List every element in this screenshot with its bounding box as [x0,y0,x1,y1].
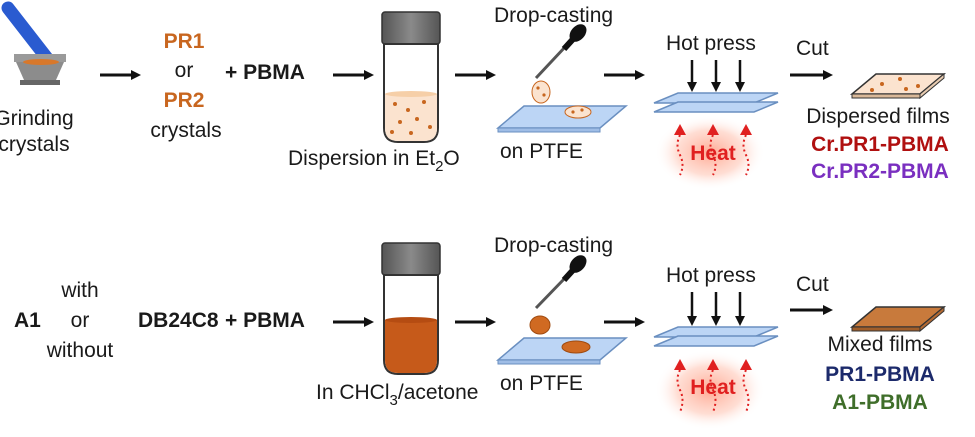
dispersed-film-icon [849,72,947,100]
db24c8-label: DB24C8 [138,309,219,332]
ptfe-label: on PTFE [500,140,583,163]
mixed-film-icon [849,305,947,333]
dispersed-films-label: Dispersed films [806,105,950,128]
mixed-films-label: Mixed films [827,333,932,356]
heat-label-2: Heat [690,376,736,399]
ptfe-label-2: on PTFE [500,372,583,395]
mortar-pestle-icon [1,1,66,85]
film-cr-pr1-label: Cr.PR1-PBMA [811,133,949,156]
crystals-label: crystals [150,119,221,142]
ptfe-plate-icon [495,315,629,365]
film-a1-label: A1-PBMA [832,391,928,414]
hot-press-icon [653,60,779,113]
pr1-label: PR1 [164,30,205,53]
hot-press-label: Hot press [666,32,756,55]
drop-casting-label-2: Drop-casting [494,234,613,257]
cut-label-2: Cut [796,273,829,296]
plus-pbma-label-2: + PBMA [225,309,305,332]
vial-dispersion-icon [381,11,441,143]
grinding-label: Grinding [0,107,74,130]
solvent-label: In CHCl3/acetone [316,381,478,409]
hot-press-icon [653,292,779,347]
dispersion-label: Dispersion in Et2O [288,147,460,175]
hot-press-label-2: Hot press [666,264,756,287]
a1-label: A1 [14,309,41,332]
film-pr1-label: PR1-PBMA [825,363,935,386]
heat-icon [655,115,765,190]
ptfe-plate-icon [495,80,629,133]
without-label: without [46,339,114,362]
or-label: or [175,59,194,82]
cut-label: Cut [796,37,829,60]
heat-icon [655,350,765,430]
dropper-icon [534,24,587,80]
pr2-label: PR2 [164,89,205,112]
or-label-2: or [71,309,90,332]
with-label: with [60,279,98,302]
plus-pbma-label: + PBMA [225,61,305,84]
drop-casting-label: Drop-casting [494,4,613,27]
heat-label: Heat [690,142,736,165]
grinding-label-2: crystals [0,133,70,156]
vial-solution-icon [381,242,441,375]
dropper-icon [534,255,587,310]
film-cr-pr2-label: Cr.PR2-PBMA [811,160,949,183]
